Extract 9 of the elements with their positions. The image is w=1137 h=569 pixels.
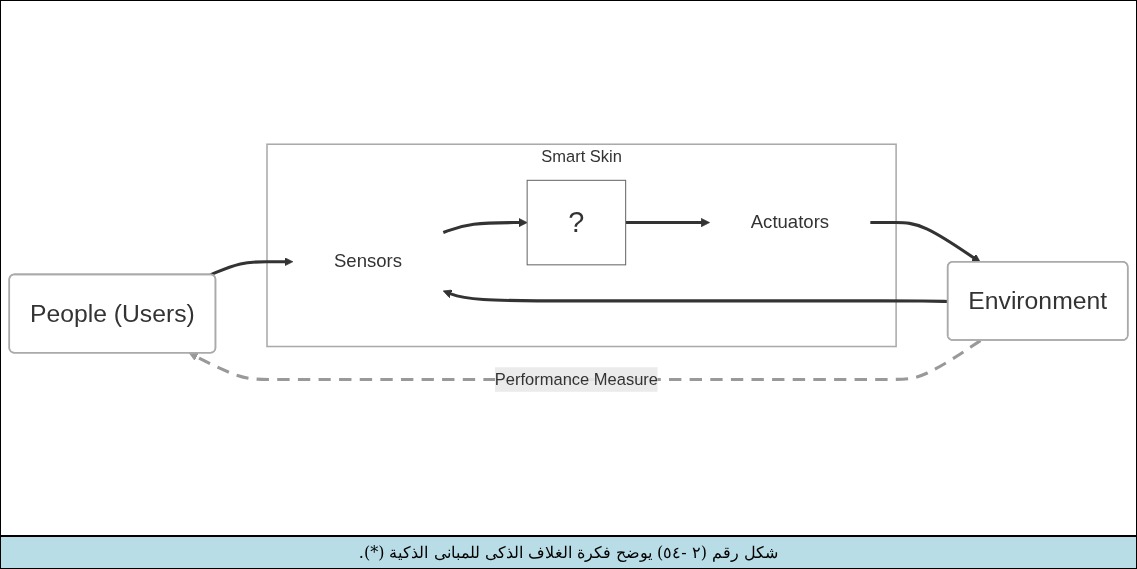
arrow	[625, 218, 710, 228]
arrow	[209, 257, 294, 277]
node-text: Actuators	[750, 211, 830, 233]
arrow	[442, 218, 528, 234]
arrow	[870, 220, 981, 263]
edge-label: Performance Measure	[494, 370, 658, 388]
node-text: Sensors	[333, 250, 403, 272]
node-box: ?	[526, 179, 627, 266]
figure-caption: شكل رقم (٢ -٥٤) يوضح فكرة الغلاف الذكى للمبانى الذكية (*).	[358, 543, 779, 562]
